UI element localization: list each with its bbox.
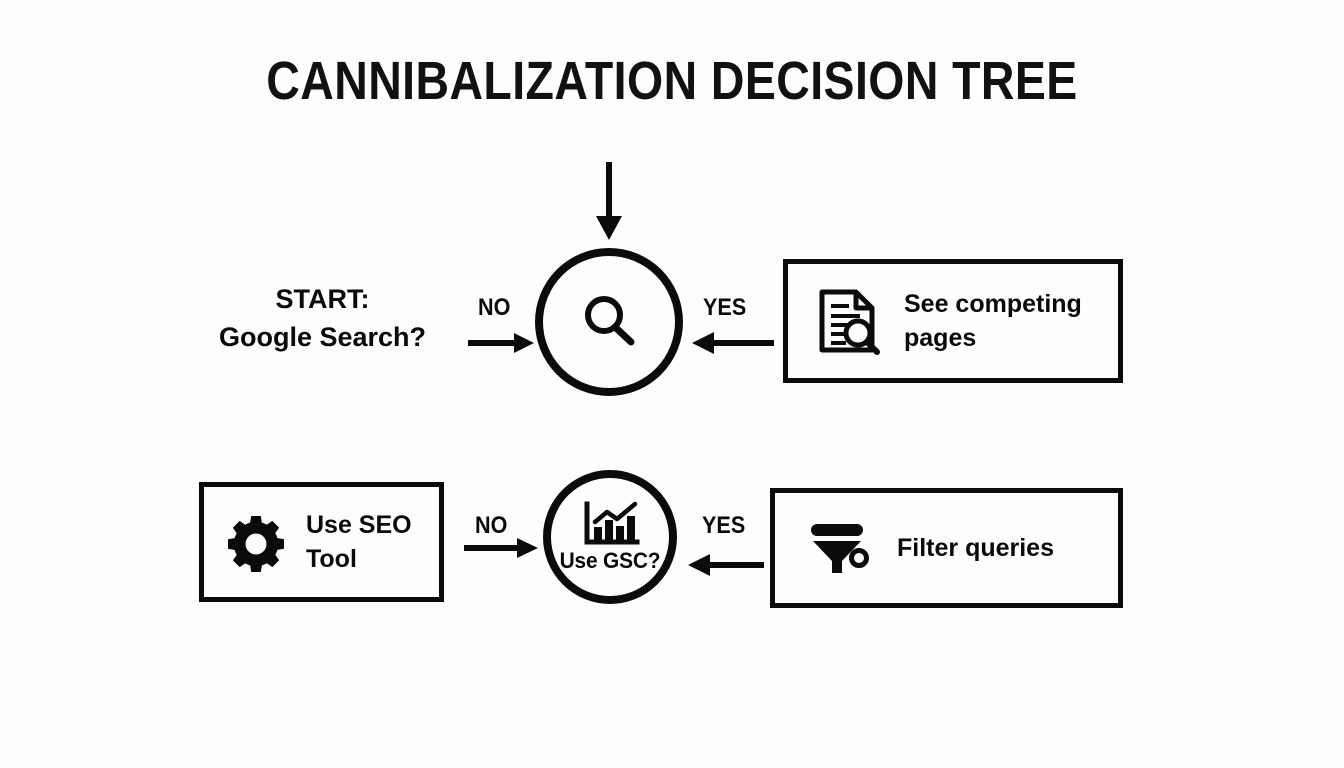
outcome-box-see-competing-pages[interactable]: See competing pages <box>783 259 1123 383</box>
outcome-box-filter-queries[interactable]: Filter queries <box>770 488 1123 608</box>
arrow-yes-row1 <box>692 330 774 356</box>
start-label-line2: Google Search? <box>218 322 427 352</box>
gear-icon <box>228 514 284 572</box>
competing-line2: pages <box>904 324 977 352</box>
outcome-box-use-seo-tool[interactable]: Use SEO Tool <box>199 482 444 602</box>
competing-line1: See competing <box>904 290 1082 318</box>
edge-label-no-row2: NO <box>475 512 508 539</box>
funnel-icon <box>809 520 871 576</box>
document-search-icon <box>816 288 880 355</box>
edge-label-yes-row1: YES <box>703 294 747 321</box>
arrow-yes-row2 <box>688 552 764 578</box>
decision-node-label-gsc: Use GSC? <box>559 547 661 573</box>
decision-node-use-gsc[interactable]: Use GSC? <box>543 470 677 604</box>
start-label: START: Google Search? <box>185 280 460 356</box>
decision-node-google-search[interactable] <box>535 248 683 396</box>
magnifier-icon <box>574 287 644 357</box>
seo-line1: Use SEO <box>306 511 412 539</box>
outcome-box-label-filter: Filter queries <box>897 534 1054 562</box>
arrow-no-row1 <box>468 330 536 356</box>
start-label-line1: START: <box>275 284 370 314</box>
bar-chart-trend-icon <box>581 501 640 546</box>
outcome-box-label-competing: See competing pages <box>904 287 1082 355</box>
edge-label-no-row1: NO <box>478 294 511 321</box>
seo-line2: Tool <box>306 545 357 573</box>
outcome-box-label-seo: Use SEO Tool <box>306 508 412 576</box>
edge-label-yes-row2: YES <box>702 512 746 539</box>
arrow-no-row2 <box>464 535 540 561</box>
page-title: CANNIBALIZATION DECISION TREE <box>266 51 1078 111</box>
entry-arrow <box>578 160 640 242</box>
